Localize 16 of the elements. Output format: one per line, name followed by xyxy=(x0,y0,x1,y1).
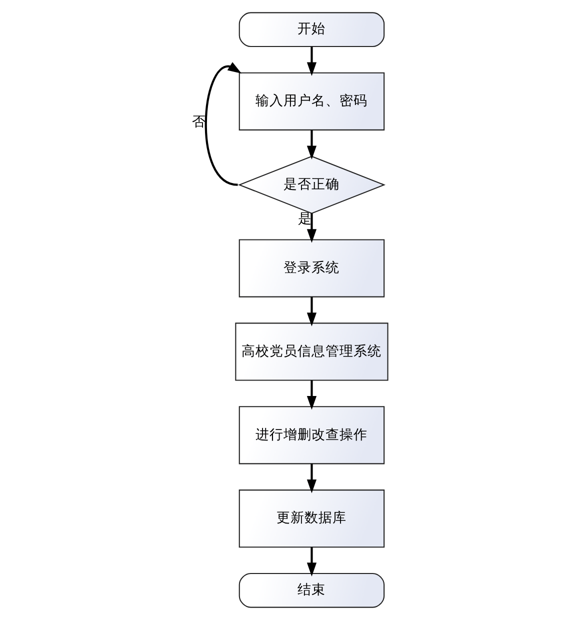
arrow xyxy=(306,130,316,160)
node-box: 更新数据库 xyxy=(238,490,384,548)
node-box: 高校党员信息管理系统 xyxy=(234,322,388,381)
node-box: 结束 xyxy=(238,572,384,608)
node-box: 进行增删改查操作 xyxy=(238,406,384,464)
arrow xyxy=(306,464,316,494)
arrow xyxy=(306,46,316,76)
edge-label: 否 xyxy=(192,114,206,130)
node-box: 开始 xyxy=(238,12,384,48)
arrow xyxy=(204,62,242,186)
arrow xyxy=(306,296,316,326)
node-box: 输入用户名、密码 xyxy=(238,72,384,130)
arrow xyxy=(306,213,316,243)
node-box: 登录系统 xyxy=(238,239,384,298)
arrow xyxy=(306,380,316,410)
arrow xyxy=(306,547,316,576)
